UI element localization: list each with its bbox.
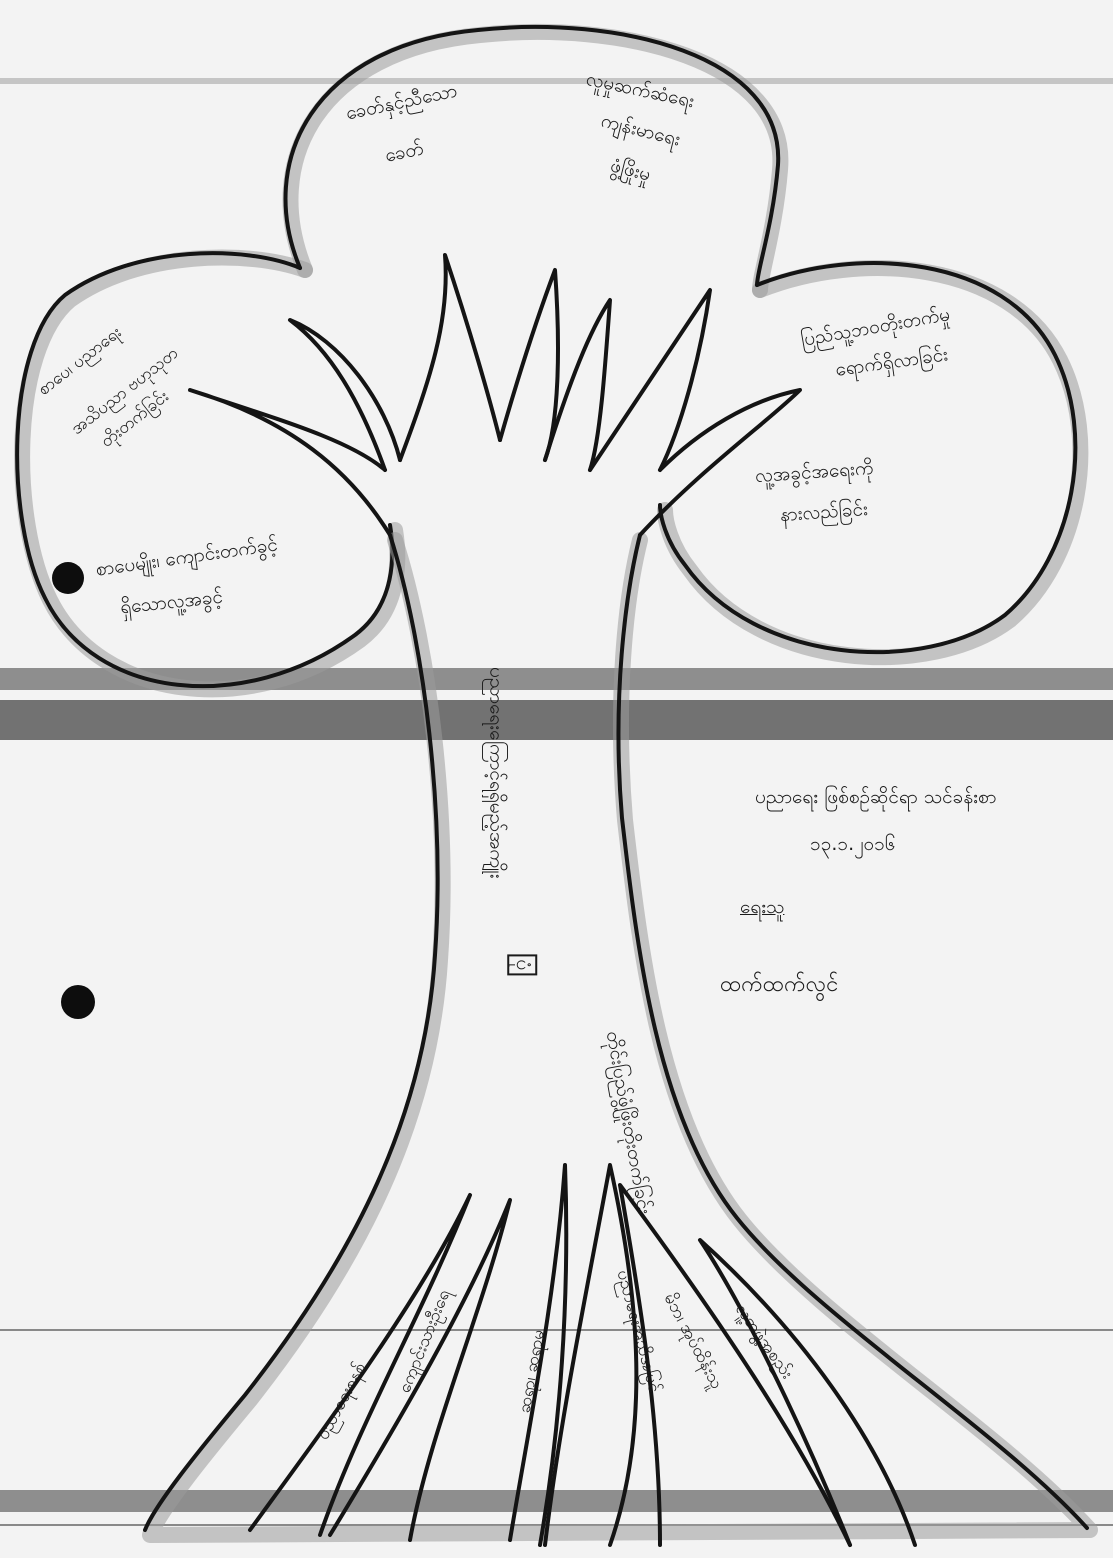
scan-band-middle-2 xyxy=(0,700,1113,740)
scan-band-top xyxy=(0,78,1113,84)
info-presenter-label: ရေးသူ xyxy=(740,895,784,921)
punch-hole-bottom xyxy=(61,985,95,1019)
info-presenter-name: ထက်ထက်လွင် xyxy=(720,970,838,1000)
info-date: ၁၃.၁.၂၀၁၆ xyxy=(810,832,896,858)
info-subject-line: ပညာရေး ဖြစ်စဉ်ဆိုင်ရာ သင်ခန်းစာ xyxy=(755,785,997,811)
roots xyxy=(250,1165,915,1545)
trunk-main-text: ပညာရေးကြောင့်ရရှိမည့်အကျိုး xyxy=(483,667,509,879)
punch-hole-top xyxy=(52,562,84,594)
trunk xyxy=(145,255,1090,1535)
trunk-title: ပုံ xyxy=(508,954,538,975)
